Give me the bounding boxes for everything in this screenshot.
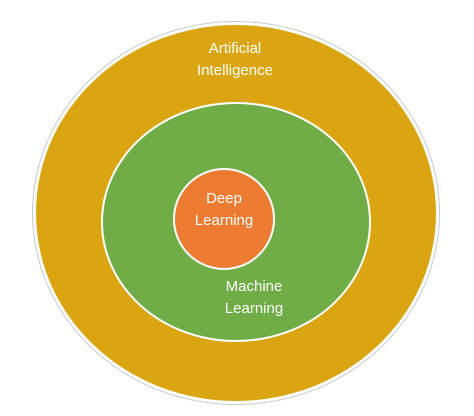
- artificial-intelligence-label: Artificial Intelligence: [170, 38, 300, 82]
- deep-learning-label-line1: Deep: [206, 190, 242, 207]
- machine-learning-label-line1: Machine: [225, 278, 283, 295]
- artificial-intelligence-label-line2: Intelligence: [197, 62, 273, 79]
- deep-learning-circle: [173, 168, 275, 270]
- artificial-intelligence-label-line1: Artificial: [208, 40, 262, 57]
- machine-learning-label: Machine Learning: [200, 276, 308, 320]
- deep-learning-label-line2: Learning: [194, 212, 254, 229]
- deep-learning-label: Deep Learning: [180, 188, 268, 232]
- machine-learning-label-line2: Learning: [224, 300, 284, 317]
